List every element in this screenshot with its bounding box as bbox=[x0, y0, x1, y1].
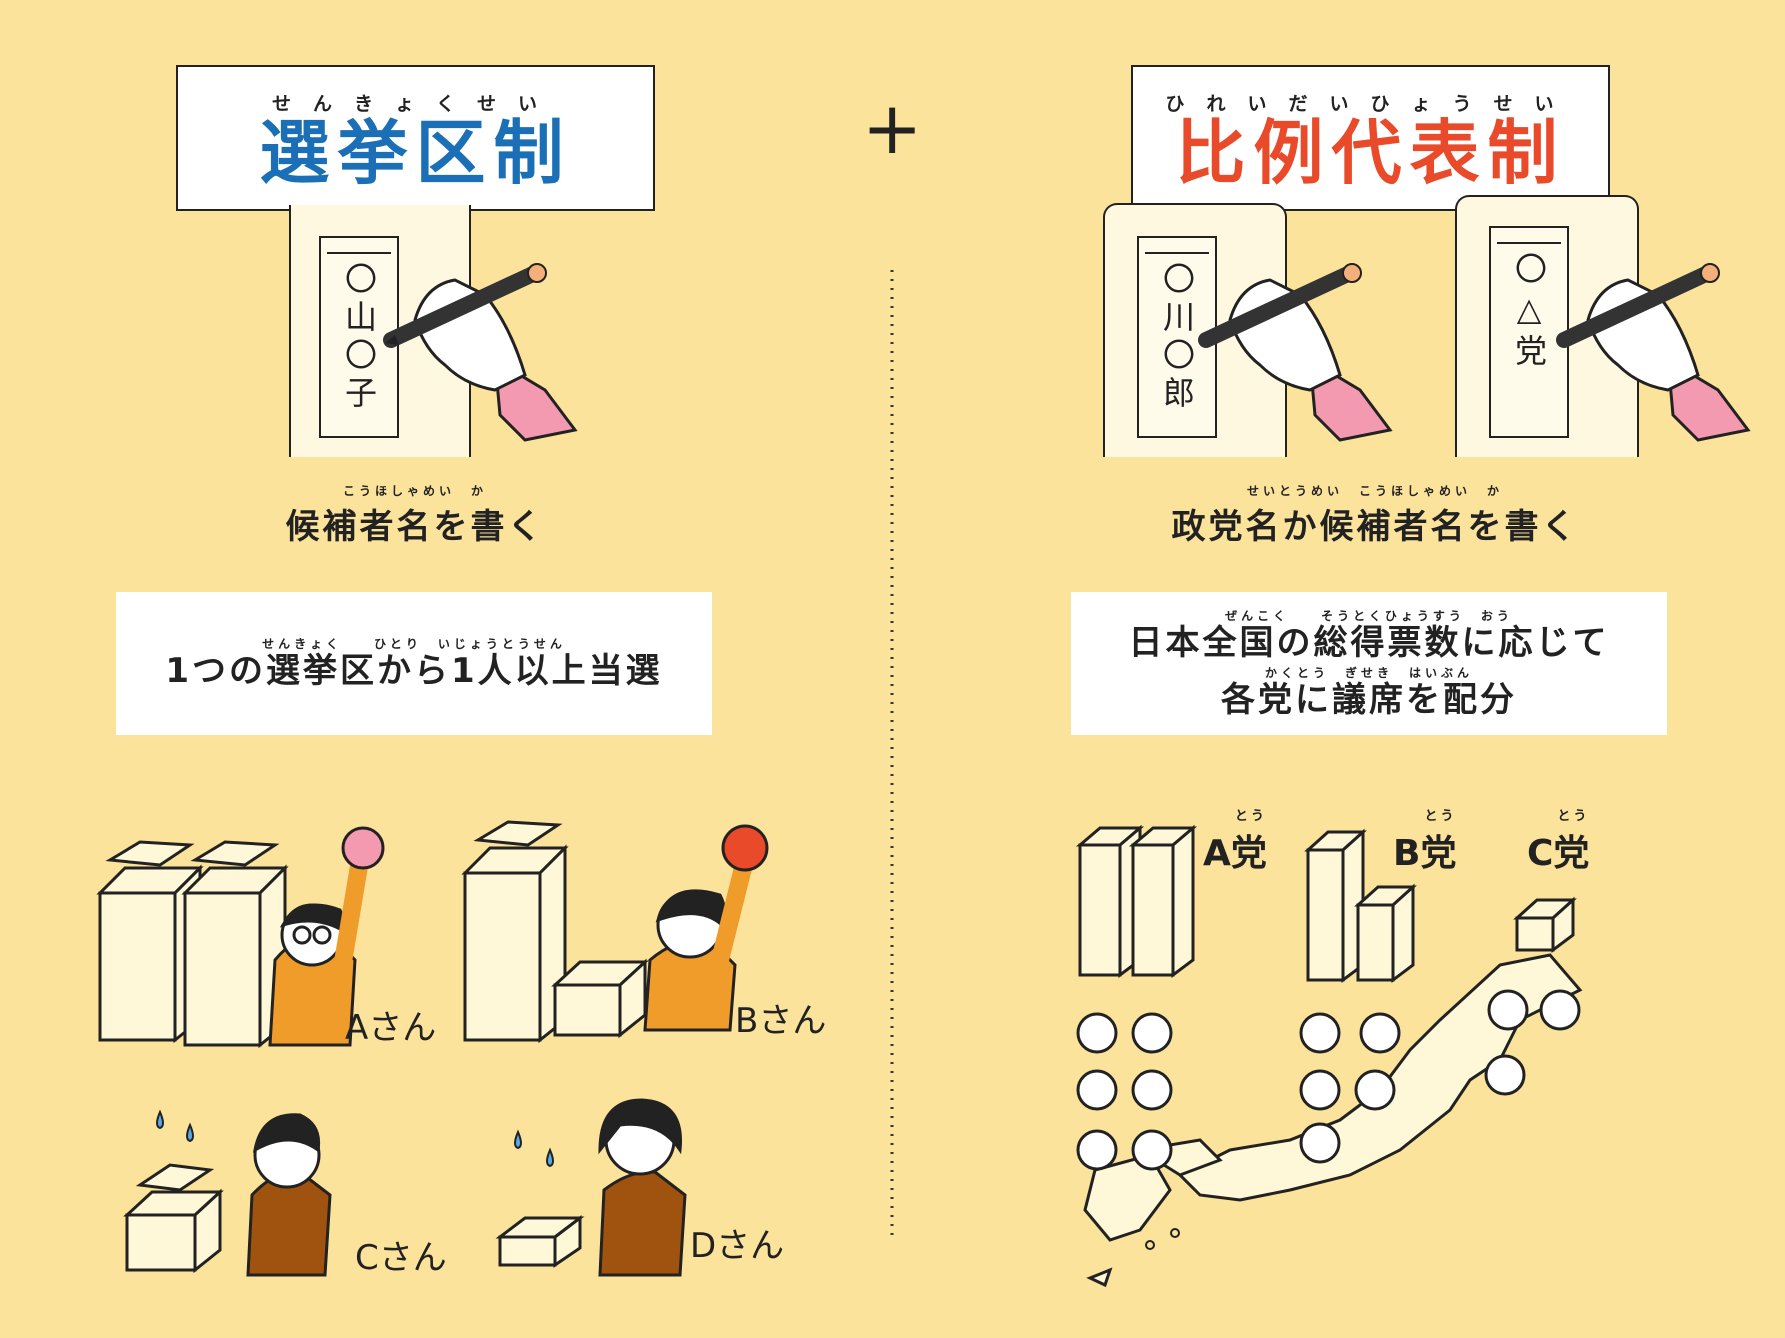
ballot-text-left: 〇山〇子 bbox=[340, 262, 378, 414]
candidate-d-label: Dさん bbox=[690, 1226, 785, 1266]
info-text: 1つの選挙区から1人以上当選 bbox=[165, 651, 663, 692]
vote-stack-a bbox=[96, 840, 289, 1049]
party-a-label: とう A党 bbox=[1203, 805, 1267, 876]
info-ruby: せんきょく ひとり いじょうとうせん bbox=[262, 637, 566, 652]
proportional-title: 比例代表制 bbox=[1175, 111, 1566, 194]
candidate-c bbox=[246, 1113, 332, 1277]
proportional-title-box: ひれいだいひょうせい 比例代表制 bbox=[1131, 65, 1610, 211]
seat-faces bbox=[1076, 989, 1581, 1171]
candidate-a-label: Aさん bbox=[345, 1008, 437, 1048]
party-c-label: とう C党 bbox=[1527, 805, 1589, 876]
party-name: B党 bbox=[1393, 833, 1457, 874]
caption-text: 政党名か候補者名を書く bbox=[1171, 507, 1579, 547]
party-ruby: とう bbox=[1424, 809, 1457, 824]
candidate-b-label: Bさん bbox=[735, 1001, 827, 1041]
vote-stack-b bbox=[461, 820, 649, 1044]
writing-hand-right-2 bbox=[1556, 263, 1751, 442]
candidate-d bbox=[598, 1098, 687, 1277]
info-text-2: 各党に議席を配分 bbox=[1221, 679, 1517, 720]
caption-text: 候補者名を書く bbox=[285, 507, 545, 547]
single-member-title: 選挙区制 bbox=[259, 111, 572, 194]
party-name: A党 bbox=[1203, 833, 1267, 874]
plus-sign: + bbox=[862, 86, 923, 170]
vote-stack-d bbox=[495, 1214, 585, 1268]
candidate-a bbox=[268, 826, 385, 1047]
ballot-text-right-1: 〇川〇郎 bbox=[1158, 262, 1196, 414]
single-member-title-box: せんきょくせい 選挙区制 bbox=[176, 65, 655, 211]
candidate-b bbox=[643, 824, 769, 1032]
caption-ruby: せいとうめい こうほしゃめい か bbox=[1246, 484, 1503, 498]
ballot-text-right-2: 〇△党 bbox=[1510, 252, 1548, 372]
writing-hand-left bbox=[383, 263, 578, 442]
title-ruby: せんきょくせい bbox=[271, 92, 559, 115]
candidate-c-label: Cさん bbox=[355, 1238, 447, 1278]
right-info-box: ぜんこく そうとくひょうすう おう 日本全国の総得票数に応じて かくとう ぎせき… bbox=[1071, 592, 1667, 735]
ballot-field-right-2: 〇△党 bbox=[1489, 226, 1569, 438]
party-c-stack bbox=[1513, 896, 1577, 953]
party-ruby: とう bbox=[1234, 809, 1267, 824]
right-caption: せいとうめい こうほしゃめい か 政党名か候補者名を書く bbox=[1160, 482, 1590, 548]
info-text-1: 日本全国の総得票数に応じて bbox=[1128, 623, 1610, 664]
info-ruby-1: ぜんこく そうとくひょうすう おう bbox=[1225, 609, 1513, 624]
vote-stack-c bbox=[123, 1163, 224, 1274]
party-ruby: とう bbox=[1557, 809, 1590, 824]
caption-ruby: こうほしゃめい か bbox=[342, 484, 487, 498]
writing-hand-right-1 bbox=[1198, 263, 1393, 442]
title-ruby: ひれいだいひょうせい bbox=[1165, 92, 1576, 115]
candidates-illustration bbox=[96, 820, 769, 1277]
left-caption: こうほしゃめい か 候補者名を書く bbox=[250, 482, 580, 548]
party-name: C党 bbox=[1527, 833, 1590, 874]
party-b-stack bbox=[1304, 828, 1417, 983]
left-info-box: せんきょく ひとり いじょうとうせん 1つの選挙区から1人以上当選 bbox=[116, 592, 712, 735]
info-ruby-2: かくとう ぎせき はいぶん bbox=[1264, 665, 1473, 680]
party-a-stack bbox=[1075, 824, 1198, 978]
sweat-drops bbox=[156, 1109, 554, 1168]
party-b-label: とう B党 bbox=[1393, 805, 1456, 876]
